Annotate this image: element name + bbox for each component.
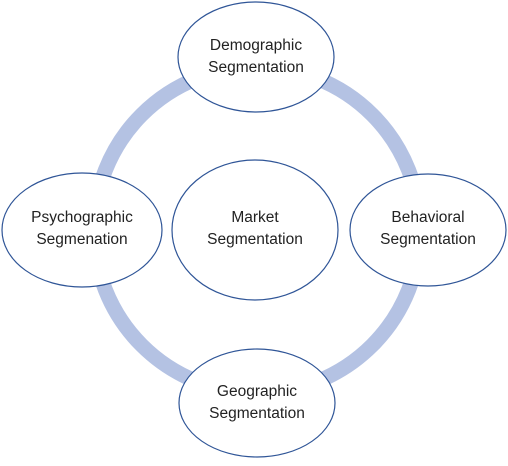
node-label-line1: Demographic xyxy=(210,37,302,54)
node-geographic-segmentation: Geographic Segmentation xyxy=(178,348,336,458)
node-shape xyxy=(178,348,336,458)
node-label-line1: Behavioral xyxy=(391,209,464,226)
node-shape xyxy=(349,173,507,287)
node-psychographic-segmentation: Psychographic Segmenation xyxy=(1,172,163,288)
node-label-line2: Segmentation xyxy=(209,405,305,422)
node-label-line1: Geographic xyxy=(217,383,297,400)
node-market-segmentation: Market Segmentation xyxy=(171,159,339,301)
node-label-line2: Segmentation xyxy=(380,231,476,248)
node-shape xyxy=(171,159,339,301)
node-label-line2: Segmenation xyxy=(36,231,127,248)
node-label-line2: Segmentation xyxy=(207,231,303,248)
node-label-line1: Psychographic xyxy=(31,209,133,226)
node-shape xyxy=(177,1,335,113)
node-label-line1: Market xyxy=(231,209,279,226)
node-demographic-segmentation: Demographic Segmentation xyxy=(177,1,335,113)
node-behavioral-segmentation: Behavioral Segmentation xyxy=(349,173,507,287)
node-label-line2: Segmentation xyxy=(208,59,304,76)
node-shape xyxy=(1,172,163,288)
